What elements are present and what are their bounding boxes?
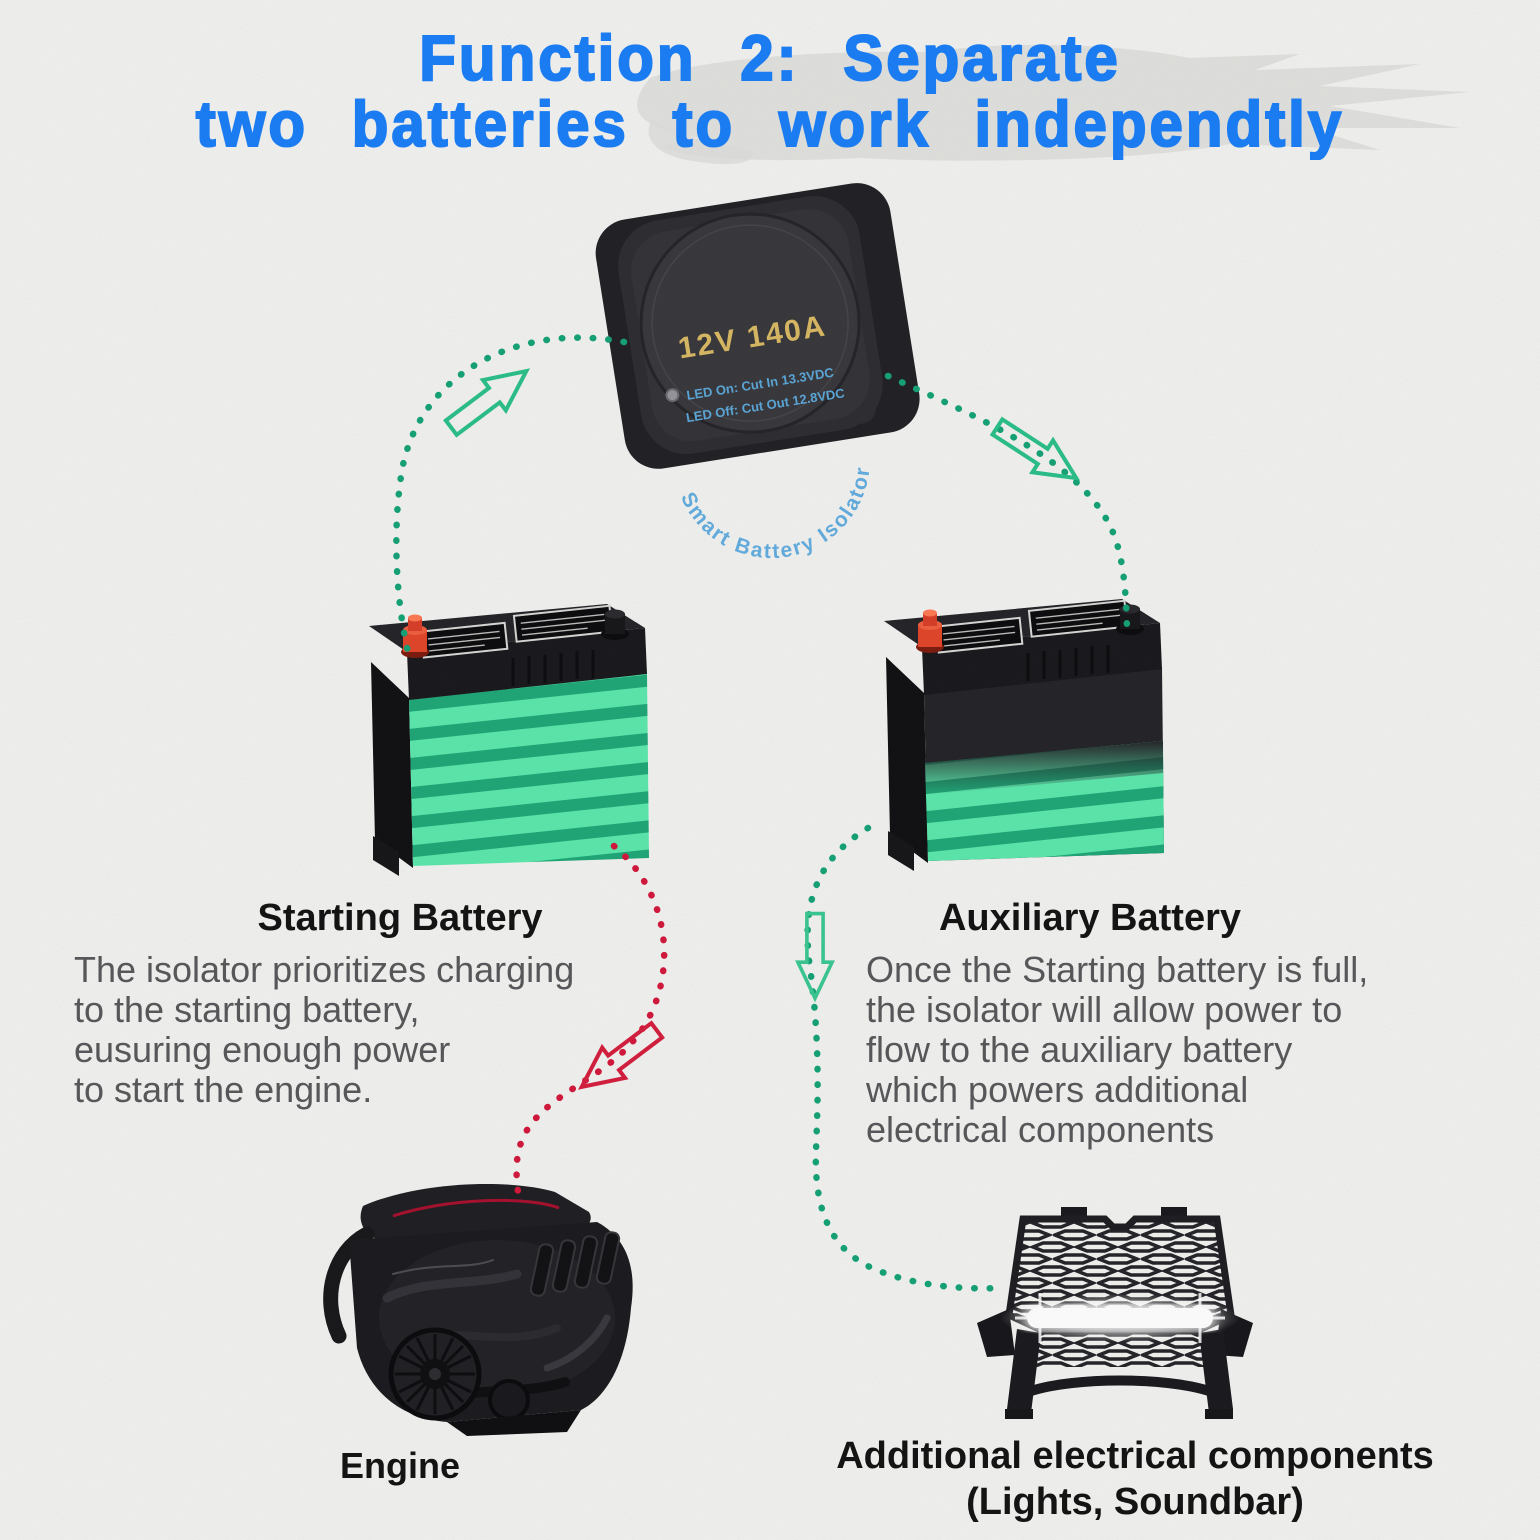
flow-line-isolator-to-auxiliary-battery [884, 372, 1131, 632]
arrow-up-right-icon [437, 353, 540, 445]
battery-side-face [371, 662, 413, 868]
grille-foot [1005, 1409, 1033, 1419]
engine-pulley-small [488, 1379, 530, 1421]
engine-pulley [388, 1327, 482, 1421]
auxiliary-battery-line: electrical components [866, 1109, 1215, 1150]
smart-battery-isolator-illustration: Smart Battery Isolator 12V 140A LED On: … [595, 183, 920, 578]
auxiliary-battery-line: flow to the auxiliary battery [866, 1029, 1293, 1070]
starting-battery-line: eusuring enough power [74, 1029, 451, 1070]
auxiliary-battery-illustration [884, 599, 1164, 871]
additional-components-line-2: (Lights, Soundbar) [966, 1481, 1304, 1523]
auxiliary-battery-line: Once the Starting battery is full, [866, 949, 1369, 990]
grille-lower-bar [1029, 1375, 1211, 1396]
isolator-arc-title: Smart Battery Isolator [675, 461, 887, 578]
auxiliary-battery-heading: Auxiliary Battery [938, 897, 1241, 939]
starting-battery-line: The isolator prioritizes charging [74, 949, 575, 990]
title-line-1: Function 2: Separate [418, 22, 1121, 94]
starting-battery-line: to the starting battery, [74, 989, 420, 1030]
engine-illustration [323, 1183, 633, 1436]
page-title: Function 2: Separate two batteries to wo… [0, 22, 1540, 160]
battery-side-face [886, 657, 928, 863]
starting-battery-description: The isolator prioritizes charging to the… [74, 950, 694, 1110]
additional-components-label: Additional electrical components (Lights… [825, 1433, 1445, 1525]
starting-battery-heading: Starting Battery [257, 897, 543, 939]
battery-front-face-charged [409, 672, 649, 866]
auxiliary-battery-description: Once the Starting battery is full, the i… [866, 950, 1486, 1150]
auxiliary-battery-line: which powers additional [866, 1069, 1249, 1110]
grille-foot [1205, 1409, 1233, 1419]
battery-negative-terminal [601, 609, 629, 640]
starting-battery-illustration [369, 604, 649, 876]
grille-light-bar-illustration [977, 1207, 1253, 1419]
arrow-down-icon [796, 911, 834, 1001]
isolator-led-dot [665, 388, 680, 403]
flow-line-isolator-to-starting-battery [393, 334, 628, 656]
starting-battery-line: to start the engine. [74, 1069, 373, 1110]
engine-label: Engine [339, 1445, 460, 1486]
title-line-2: two batteries to work independtly [195, 88, 1345, 160]
additional-components-line-1: Additional electrical components [836, 1435, 1434, 1477]
battery-negative-terminal [1116, 604, 1144, 635]
auxiliary-battery-line: the isolator will allow power to [866, 989, 1343, 1030]
